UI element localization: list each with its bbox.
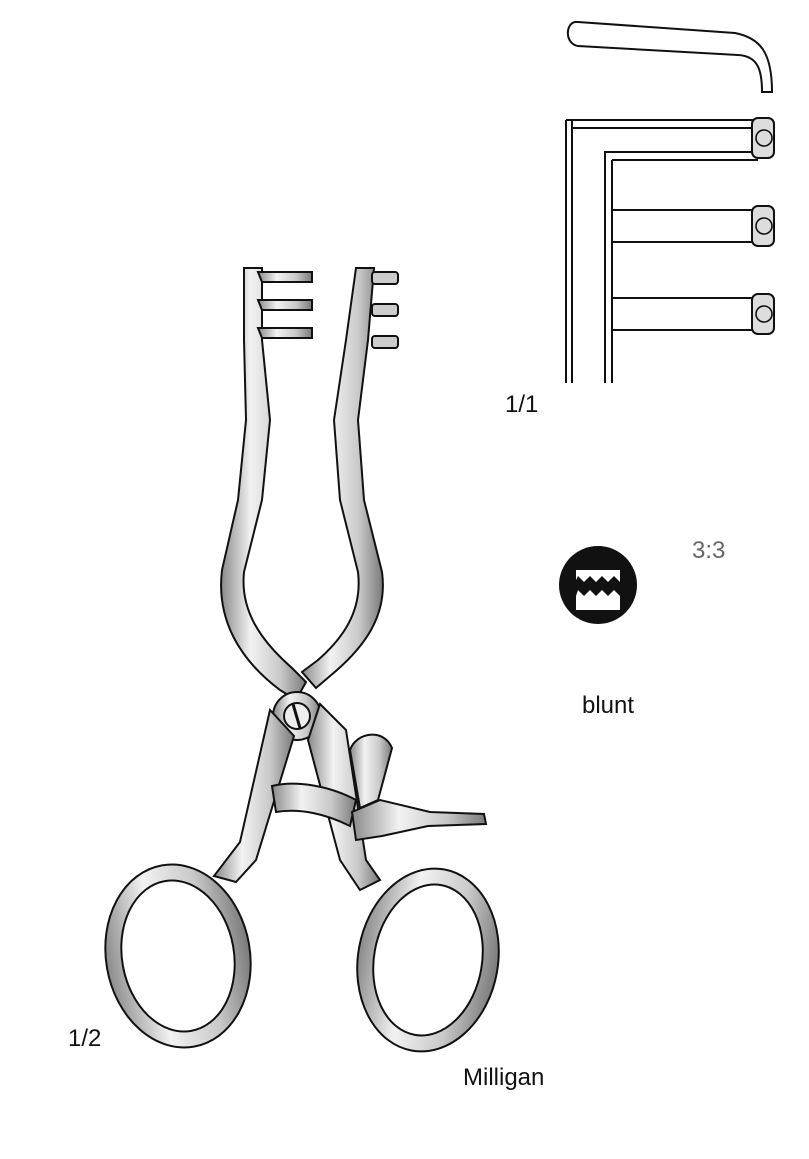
teeth-ratio-label: 3:3 (692, 537, 726, 564)
tip-type-label: blunt (582, 692, 635, 719)
instrument-scale-label: 1/2 (68, 1025, 102, 1052)
detail-scale-label: 1/1 (505, 391, 539, 418)
instrument-name-label: Milligan (463, 1064, 545, 1091)
